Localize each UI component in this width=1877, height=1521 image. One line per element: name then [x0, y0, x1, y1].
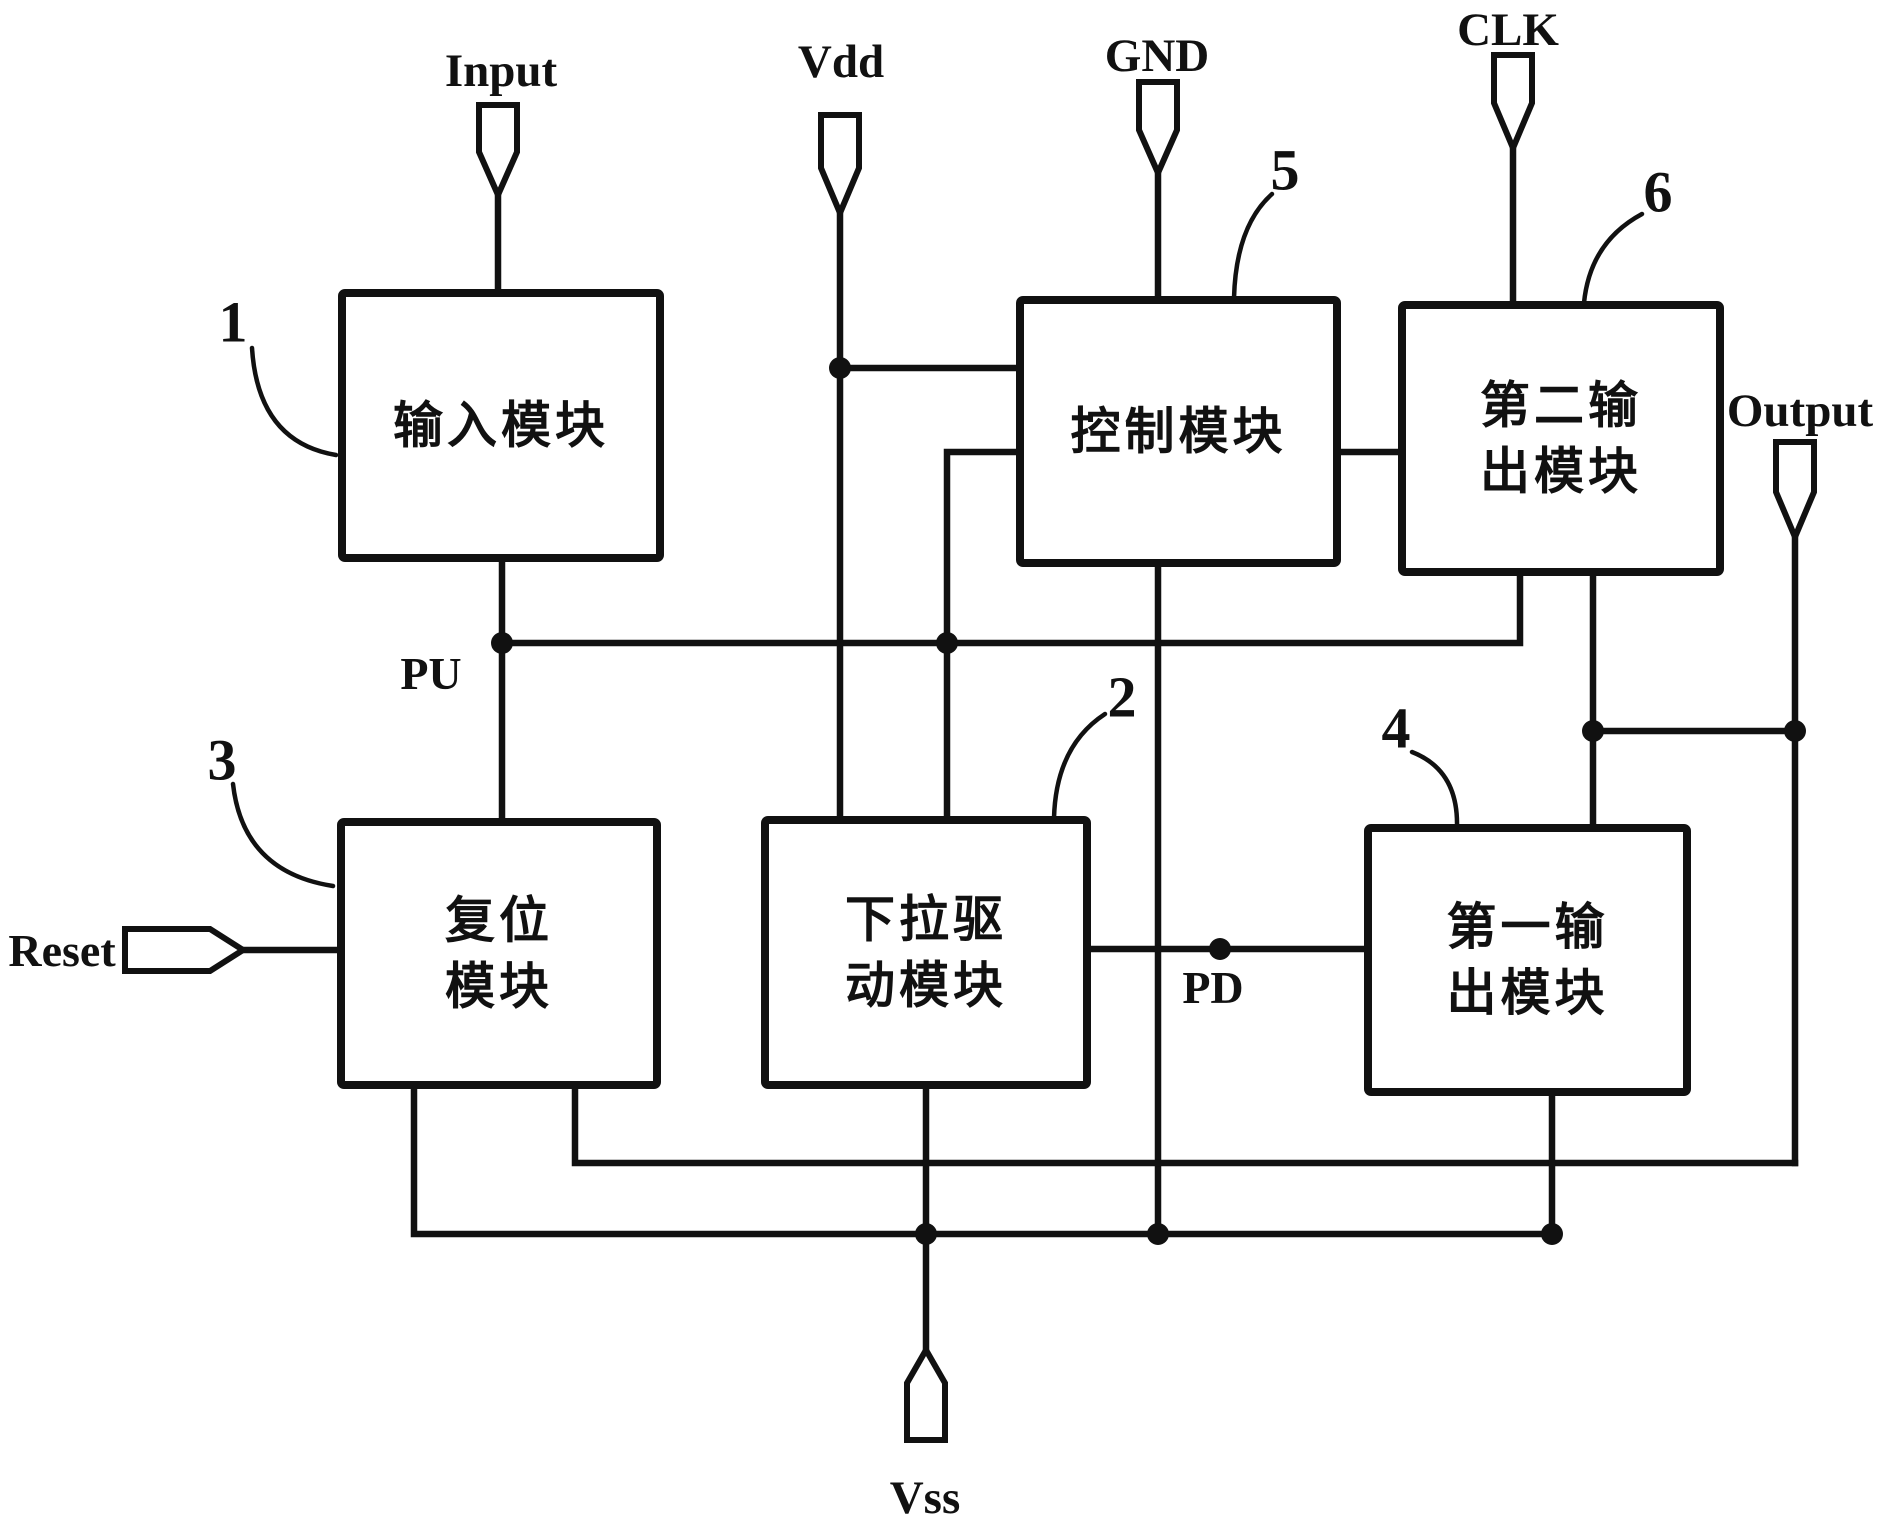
reset-pin-label: Reset	[8, 925, 116, 976]
ref-6-leader	[1581, 211, 1645, 306]
ref-2: 2	[1051, 665, 1137, 821]
control-to-pulldown	[943, 448, 1024, 824]
gnd-pin-label: GND	[1105, 30, 1209, 82]
ref-2-leader	[1051, 711, 1108, 821]
block-control-module: 控制模块	[1016, 296, 1341, 567]
second-output-module-label: 出模块	[1480, 443, 1642, 501]
ref-1-leader	[249, 345, 339, 458]
second-output-module-label: 第二输	[1480, 377, 1642, 435]
junction-dot	[915, 1223, 937, 1245]
pull-down-drive-module-box	[761, 816, 1091, 1089]
control-module-label: 控制模块	[1071, 403, 1287, 461]
ref-4-leader	[1409, 749, 1460, 829]
second-output-module-box	[1398, 301, 1724, 576]
junction-dot	[829, 357, 851, 379]
vdd-pin-symbol	[818, 112, 862, 221]
ref-2-number: 2	[1108, 665, 1137, 730]
vdd-pin: Vdd	[798, 36, 884, 221]
input-pin-symbol	[476, 102, 520, 203]
junction-dot	[1784, 720, 1806, 742]
junction-dot	[1541, 1223, 1563, 1245]
pu-label: PU	[400, 648, 461, 699]
output-pin-symbol	[1773, 439, 1817, 545]
pd-label: PD	[1182, 962, 1243, 1013]
first-output-module-label: 出模块	[1447, 964, 1609, 1022]
block-input-module: 输入模块	[338, 289, 664, 562]
junction-dot	[1147, 1223, 1169, 1245]
junction-dot	[491, 632, 513, 654]
reset-module-label: 模块	[445, 958, 553, 1016]
reset-module-label: 复位	[445, 892, 553, 950]
clk-pin-label: CLK	[1457, 4, 1559, 56]
vdd-pin-label: Vdd	[798, 36, 884, 88]
gnd-pin-symbol	[1136, 79, 1180, 181]
pull-down-drive-module-label: 下拉驱	[845, 891, 1007, 949]
first-output-module-box	[1364, 824, 1691, 1096]
pull-down-drive-module-label: 动模块	[845, 957, 1007, 1015]
junction-dot	[1209, 938, 1231, 960]
ref-5-number: 5	[1271, 138, 1300, 203]
ref-3-number: 3	[208, 728, 237, 793]
junction-dot	[1582, 720, 1604, 742]
input-module-box	[338, 289, 664, 562]
clk-pin-symbol	[1491, 52, 1535, 156]
gnd-pin: GND	[1105, 30, 1209, 181]
reset-module-box	[337, 818, 661, 1089]
upper-rail	[571, 1081, 1799, 1167]
first-output-module-label: 第一输	[1447, 898, 1609, 956]
ref-4: 4	[1382, 696, 1460, 829]
ref-6: 6	[1581, 160, 1673, 306]
vss-rail	[410, 1081, 1556, 1238]
ref-1-number: 1	[219, 290, 248, 355]
output-pin: Output	[1727, 385, 1874, 545]
reset-pin-symbol	[122, 926, 249, 974]
ref-4-number: 4	[1382, 696, 1411, 761]
input-module-label: 输入模块	[393, 397, 609, 455]
output-pin-label: Output	[1727, 385, 1874, 437]
ref-3: 3	[208, 728, 336, 889]
reset-pin: Reset	[8, 925, 249, 976]
clk-pin: CLK	[1457, 4, 1559, 156]
vss-pin-label: Vss	[890, 1472, 961, 1521]
ref-5-leader	[1231, 191, 1275, 301]
vss-pin-symbol	[904, 1343, 948, 1443]
ref-6-number: 6	[1644, 160, 1673, 225]
ref-1: 1	[219, 290, 339, 458]
ref-3-leader	[230, 781, 336, 889]
junction-dot	[936, 632, 958, 654]
input-pin-label: Input	[445, 45, 558, 97]
vss-pin: Vss	[890, 1343, 961, 1521]
control-module-box	[1016, 296, 1341, 567]
ref-5: 5	[1231, 138, 1300, 301]
input-pin: Input	[445, 45, 558, 203]
